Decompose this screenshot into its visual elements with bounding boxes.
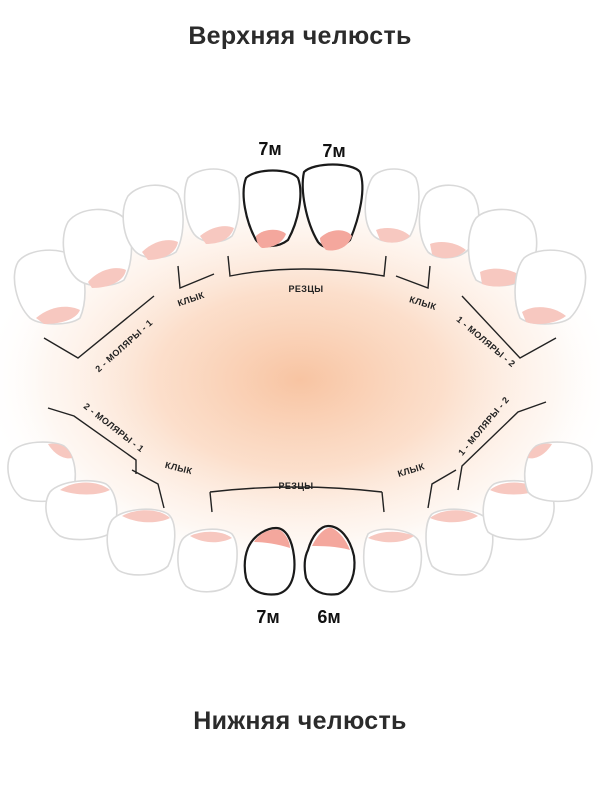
upper-tooth-central-right	[301, 163, 364, 251]
bracket-upper-canine-right	[395, 265, 431, 289]
bracket-lower-canine-right	[427, 469, 457, 509]
upper-tooth-lateral-left	[183, 168, 241, 244]
upper-jaw-title: Верхняя челюсть	[188, 22, 412, 50]
lower-teeth	[7, 441, 593, 596]
lower-tooth-lateral-left	[177, 528, 238, 593]
upper-tooth-molar-1-left	[62, 208, 133, 288]
upper-tooth-canine-right	[418, 184, 480, 259]
bracket-upper-canine-left	[177, 265, 215, 290]
label-lower-incisors: РЕЗЦЫ	[278, 481, 313, 491]
bracket-lower-molars-right	[457, 401, 547, 491]
age-upper-left-central: 7м	[258, 139, 281, 159]
upper-tooth-molar-2-right	[514, 249, 587, 325]
bracket-upper-molars-right	[461, 295, 557, 359]
upper-tooth-lateral-right	[364, 168, 420, 243]
lower-tooth-molar-2-right	[523, 441, 593, 503]
lower-tooth-molar-1-left	[45, 479, 118, 541]
upper-tooth-canine-left	[122, 184, 184, 260]
lower-tooth-lateral-right	[362, 528, 423, 593]
upper-brackets	[43, 255, 557, 359]
upper-teeth	[13, 163, 587, 325]
age-upper-right-central: 7м	[322, 141, 345, 161]
lower-jaw-title: Нижняя челюсть	[193, 707, 407, 735]
bracket-lower-canine-left	[131, 469, 165, 509]
lower-tooth-canine-left	[106, 508, 176, 576]
upper-tooth-molar-2-left	[13, 249, 86, 325]
lower-tooth-central-left	[243, 526, 296, 596]
upper-tooth-central-left	[242, 169, 302, 248]
label-upper-incisors: РЕЗЦЫ	[288, 284, 323, 294]
lower-brackets	[47, 401, 547, 513]
lower-tooth-canine-right	[425, 508, 494, 576]
bracket-lower-molars-left	[47, 407, 137, 474]
bracket-upper-incisors	[227, 255, 387, 277]
age-lower-left-central: 7м	[256, 607, 279, 627]
bracket-upper-molars-left	[43, 295, 155, 359]
age-lower-right-central: 6м	[317, 607, 340, 627]
bracket-lower-incisors	[209, 486, 385, 513]
lower-tooth-central-right	[303, 524, 356, 596]
